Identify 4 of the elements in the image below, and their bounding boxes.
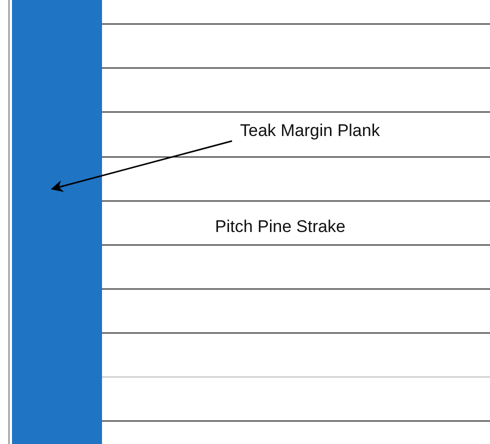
- margin-plank: [12, 0, 102, 444]
- part-label: Pitch Pine Strake: [215, 217, 346, 237]
- leader-line: [50, 140, 232, 192]
- part-label: Teak Margin Plank: [240, 121, 380, 141]
